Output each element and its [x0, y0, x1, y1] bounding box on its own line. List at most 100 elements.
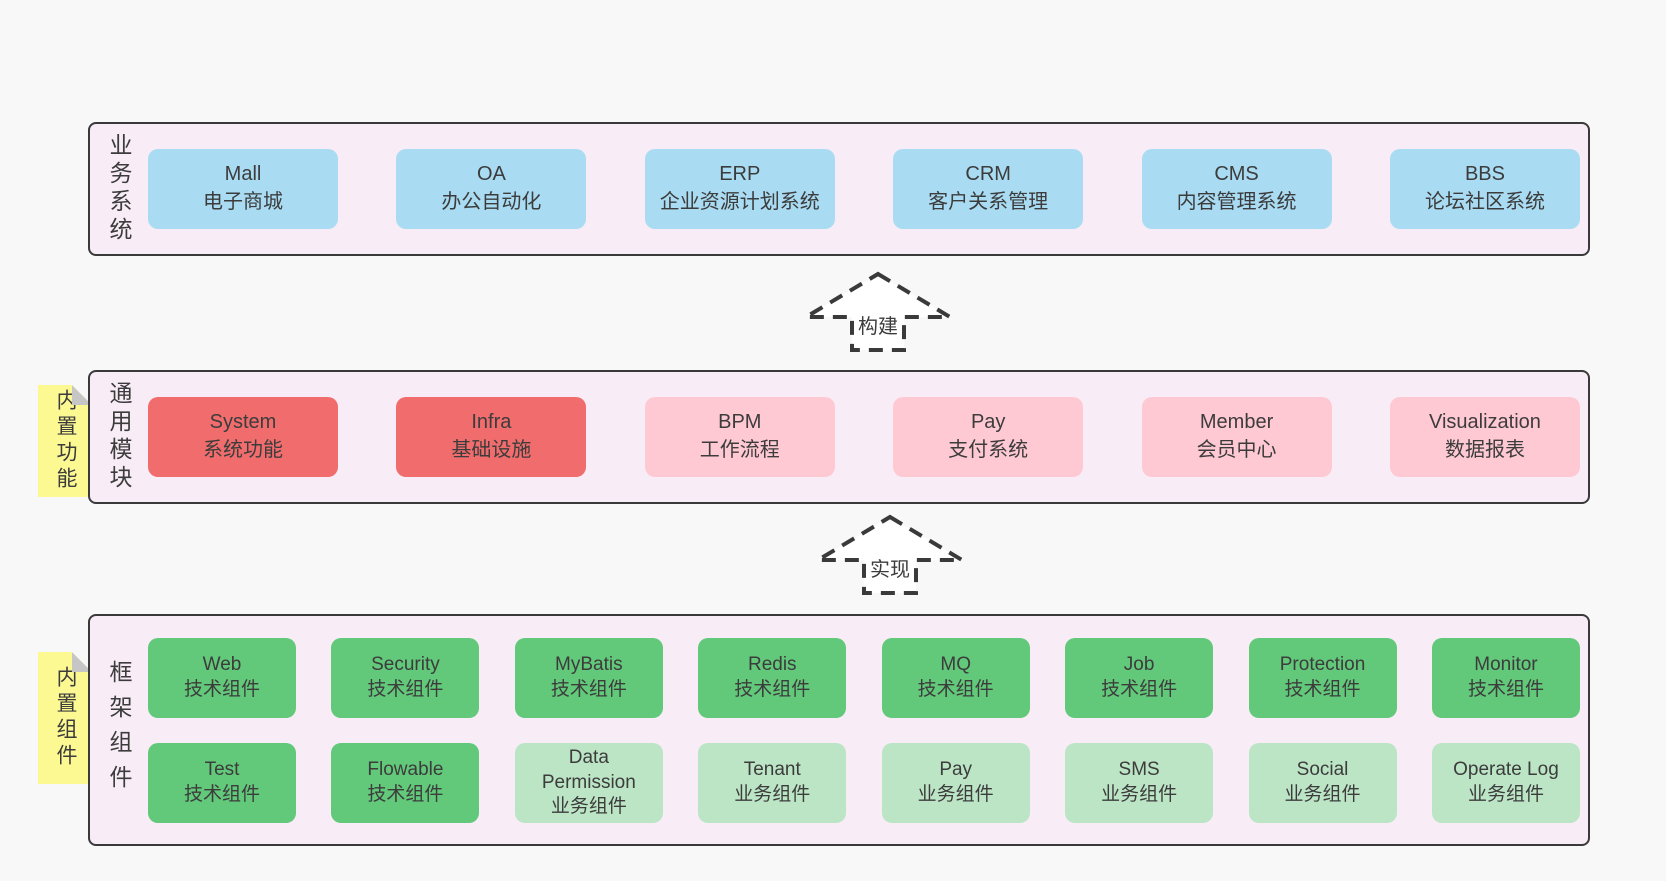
- box-subtitle: 技术组件: [183, 784, 260, 805]
- box-title: Redis: [747, 654, 797, 676]
- box-subtitle: 技术组件: [1284, 679, 1361, 700]
- box-erp: ERP 企业资源计划系统: [644, 149, 835, 229]
- box-title: CMS: [1214, 163, 1259, 186]
- box-visualization: Visualization 数据报表: [1389, 397, 1580, 477]
- box-subtitle: 论坛社区系统: [1424, 191, 1545, 213]
- box-redis: Redis 技术组件: [698, 638, 847, 718]
- box-title: System: [209, 411, 277, 434]
- box-title: Security: [371, 654, 440, 676]
- box-security: Security 技术组件: [331, 638, 480, 718]
- box-title: Job: [1123, 654, 1155, 676]
- box-mall: Mall 电子商城: [148, 149, 338, 229]
- box-title: Protection: [1279, 654, 1366, 676]
- box-title: Web: [202, 654, 242, 676]
- box-cms: CMS 内容管理系统: [1141, 149, 1332, 229]
- business-systems-label: 业务系统: [90, 124, 148, 254]
- note-text: 内置功能: [54, 389, 77, 493]
- box-title: Flowable: [367, 759, 444, 781]
- box-subtitle: 数据报表: [1444, 439, 1525, 461]
- box-subtitle: 业务组件: [1284, 784, 1361, 805]
- box-title: ERP: [719, 163, 761, 186]
- common-modules-boxes: System 系统功能 Infra 基础设施 BPM 工作流程 Pay 支付系统 Member 会…: [148, 372, 1588, 502]
- box-mybatis: MyBatis 技术组件: [514, 638, 663, 718]
- note-text: 内置组件: [54, 666, 77, 770]
- box-system: System 系统功能: [148, 397, 338, 477]
- box-subtitle: 电子商城: [203, 191, 283, 213]
- box-subtitle: 客户关系管理: [928, 191, 1049, 213]
- common-modules-label: 通用模块: [90, 372, 148, 502]
- box-flowable: Flowable 技术组件: [331, 743, 480, 823]
- box-oa: OA 办公自动化: [396, 149, 587, 229]
- box-crm: CRM 客户关系管理: [893, 149, 1084, 229]
- box-title: Monitor: [1474, 654, 1538, 676]
- box-subtitle: 支付系统: [948, 439, 1029, 461]
- box-data-permission: Data Permission 业务组件: [514, 743, 663, 823]
- box-subtitle: 工作流程: [699, 439, 780, 461]
- box-title: OA: [476, 163, 506, 186]
- box-title: SMS: [1118, 759, 1160, 781]
- build-arrow-label: 构建: [855, 310, 901, 339]
- box-title: MyBatis: [555, 654, 623, 676]
- box-infra: Infra 基础设施: [396, 397, 587, 477]
- framework-components-label: 框架组件: [90, 616, 148, 844]
- box-title: Pay: [970, 411, 1006, 434]
- box-title: Operate Log: [1453, 759, 1559, 781]
- box-subtitle: 系统功能: [203, 439, 283, 461]
- box-subtitle: 业务组件: [734, 784, 811, 805]
- box-pay: Pay 支付系统: [893, 397, 1084, 477]
- box-title: Infra: [471, 411, 512, 434]
- business-systems-boxes: Mall 电子商城 OA 办公自动化 ERP 企业资源计划系统 CRM 客户关系管理 CMS 内容…: [148, 124, 1588, 254]
- box-job: Job 技术组件: [1065, 638, 1214, 718]
- box-protection: Protection 技术组件: [1248, 638, 1397, 718]
- box-subtitle: 技术组件: [367, 679, 444, 700]
- box-title: CRM: [965, 163, 1011, 186]
- box-title: Data Permission: [541, 746, 636, 793]
- box-title: Pay: [939, 759, 973, 781]
- box-subtitle: 业务组件: [1467, 784, 1544, 805]
- box-subtitle: 业务组件: [1101, 784, 1178, 805]
- section-label-text: 通用模块: [106, 381, 132, 493]
- box-social: Social 业务组件: [1248, 743, 1397, 823]
- box-subtitle: 技术组件: [550, 679, 627, 700]
- box-subtitle: 基础设施: [451, 439, 532, 461]
- builtin-features-note: 内置功能: [38, 385, 92, 497]
- box-subtitle: 办公自动化: [441, 191, 542, 213]
- implement-arrow: 实现: [814, 513, 966, 597]
- box-title: Social: [1296, 759, 1349, 781]
- box-title: Test: [204, 759, 240, 781]
- box-bbs: BBS 论坛社区系统: [1389, 149, 1580, 229]
- box-sms: SMS 业务组件: [1065, 743, 1214, 823]
- box-title: Member: [1199, 411, 1274, 434]
- build-arrow: 构建: [802, 270, 954, 354]
- box-title: BBS: [1464, 163, 1505, 186]
- builtin-components-note: 内置组件: [38, 652, 92, 784]
- box-subtitle: 会员中心: [1196, 439, 1277, 461]
- business-systems-section: 业务系统 Mall 电子商城 OA 办公自动化 ERP 企业资源计划系统 CRM 客户关系管理…: [88, 122, 1590, 256]
- box-subtitle: 业务组件: [550, 796, 627, 818]
- box-title: BPM: [718, 411, 762, 434]
- box-subtitle: 技术组件: [183, 679, 260, 700]
- section-label-text: 框架组件: [106, 660, 132, 800]
- box-subtitle: 内容管理系统: [1176, 191, 1297, 213]
- box-operate-log: Operate Log 业务组件: [1431, 743, 1580, 823]
- box-subtitle: 技术组件: [367, 784, 444, 805]
- box-title: Visualization: [1428, 411, 1541, 434]
- implement-arrow-label: 实现: [867, 553, 913, 582]
- box-subtitle: 技术组件: [1101, 679, 1178, 700]
- box-subtitle: 技术组件: [1467, 679, 1544, 700]
- box-subtitle: 技术组件: [734, 679, 811, 700]
- section-label-text: 业务系统: [106, 133, 132, 245]
- box-subtitle: 技术组件: [917, 679, 994, 700]
- box-subtitle: 企业资源计划系统: [659, 191, 820, 213]
- box-web: Web 技术组件: [148, 638, 296, 718]
- box-bpm: BPM 工作流程: [644, 397, 835, 477]
- box-title: Mall: [224, 163, 262, 186]
- box-monitor: Monitor 技术组件: [1431, 638, 1580, 718]
